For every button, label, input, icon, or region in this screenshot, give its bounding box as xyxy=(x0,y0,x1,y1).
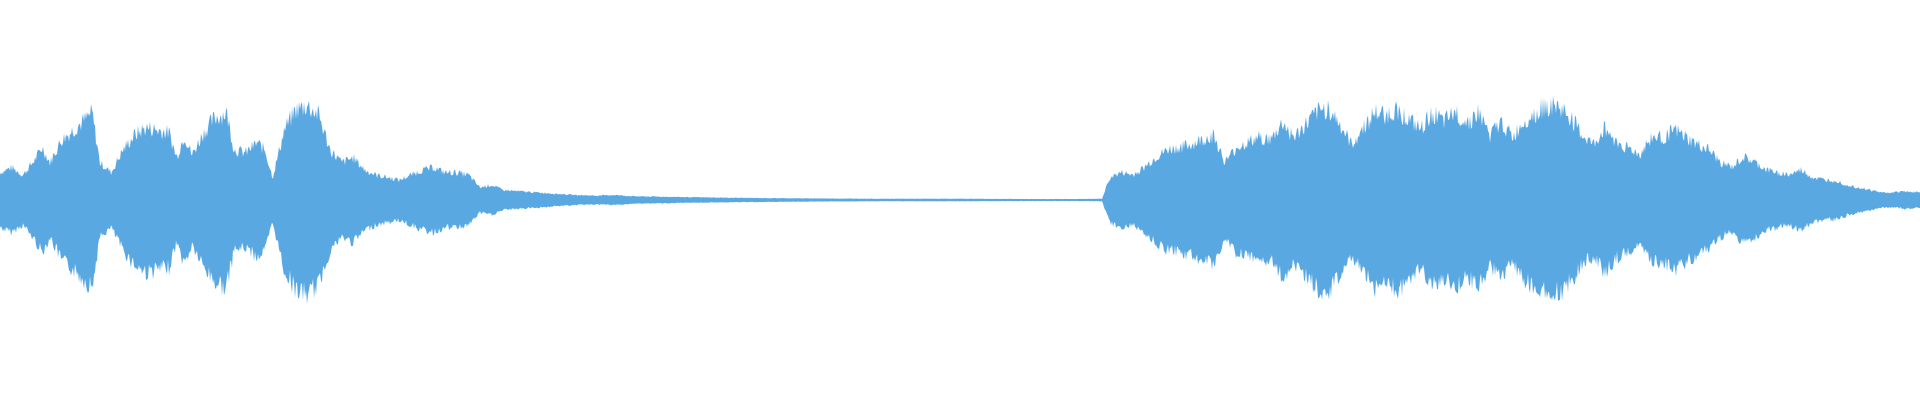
audio-waveform[interactable] xyxy=(0,0,1920,400)
waveform-view[interactable] xyxy=(0,0,1920,400)
